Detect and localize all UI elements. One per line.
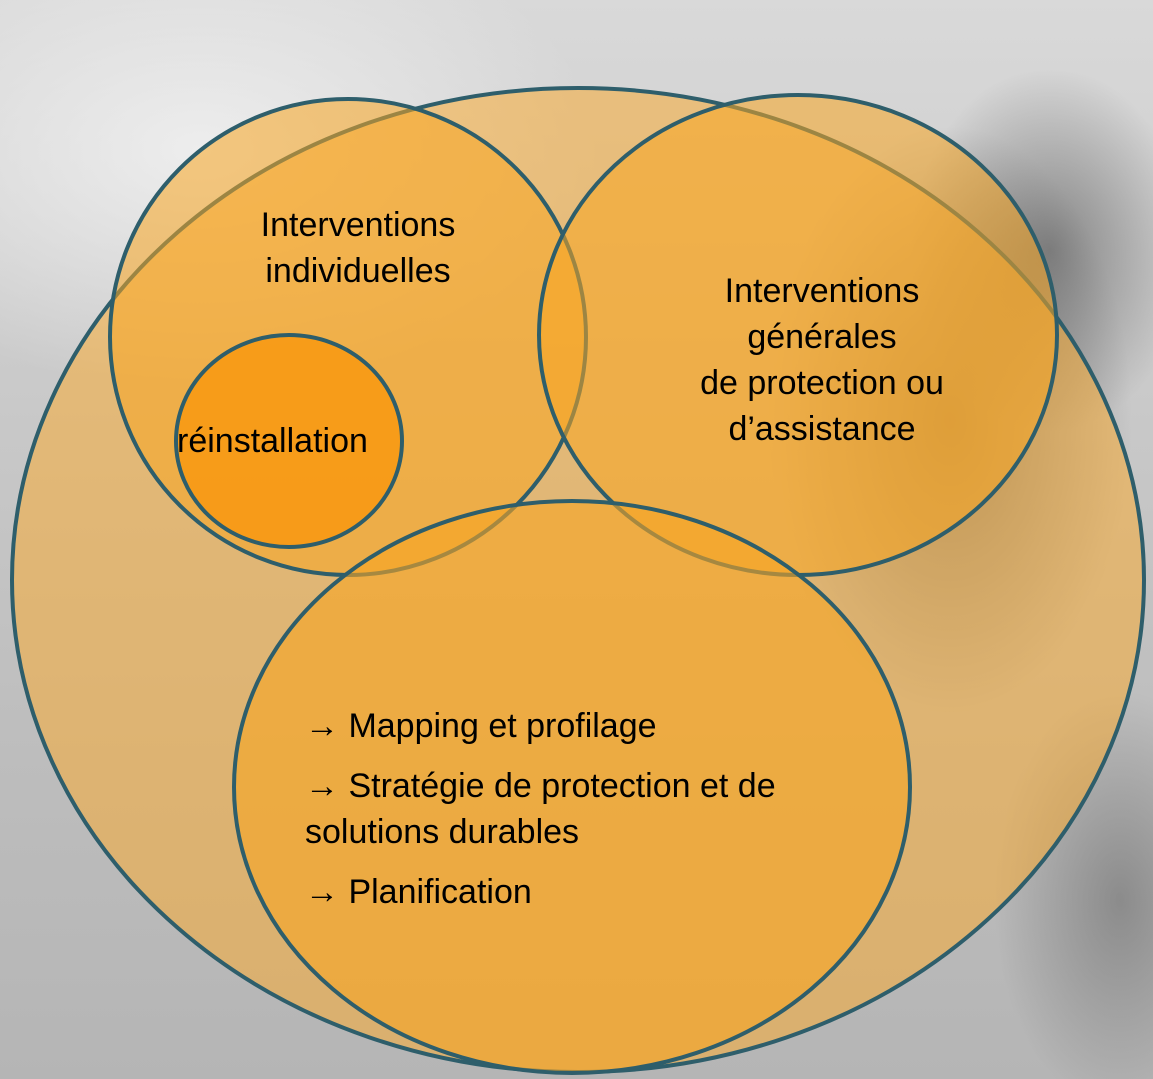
bullet-strategy-line-2: solutions durables: [305, 813, 580, 851]
individual-line-2: individuelles: [265, 252, 451, 290]
bullet-mapping: → Mapping et profilage: [305, 707, 657, 745]
individual-interventions-label: Interventions individuelles: [218, 202, 498, 294]
general-line-4: d’assistance: [728, 410, 916, 448]
general-line-2: générales: [747, 318, 897, 356]
planning-bullets: → Mapping et profilage → Stratégie de pr…: [305, 703, 776, 915]
planning-circle: [232, 499, 912, 1075]
resettlement-label: réinstallation: [177, 422, 368, 460]
general-line-1: Interventions: [724, 272, 920, 310]
resettlement-circle: [174, 333, 404, 549]
general-interventions-label: Interventions générales de protection ou…: [662, 268, 982, 452]
individual-line-1: Interventions: [260, 206, 456, 244]
bullet-strategy-line-1: → Stratégie de protection et de: [305, 767, 776, 805]
general-line-3: de protection ou: [700, 364, 944, 402]
bullet-planning: → Planification: [305, 873, 532, 911]
